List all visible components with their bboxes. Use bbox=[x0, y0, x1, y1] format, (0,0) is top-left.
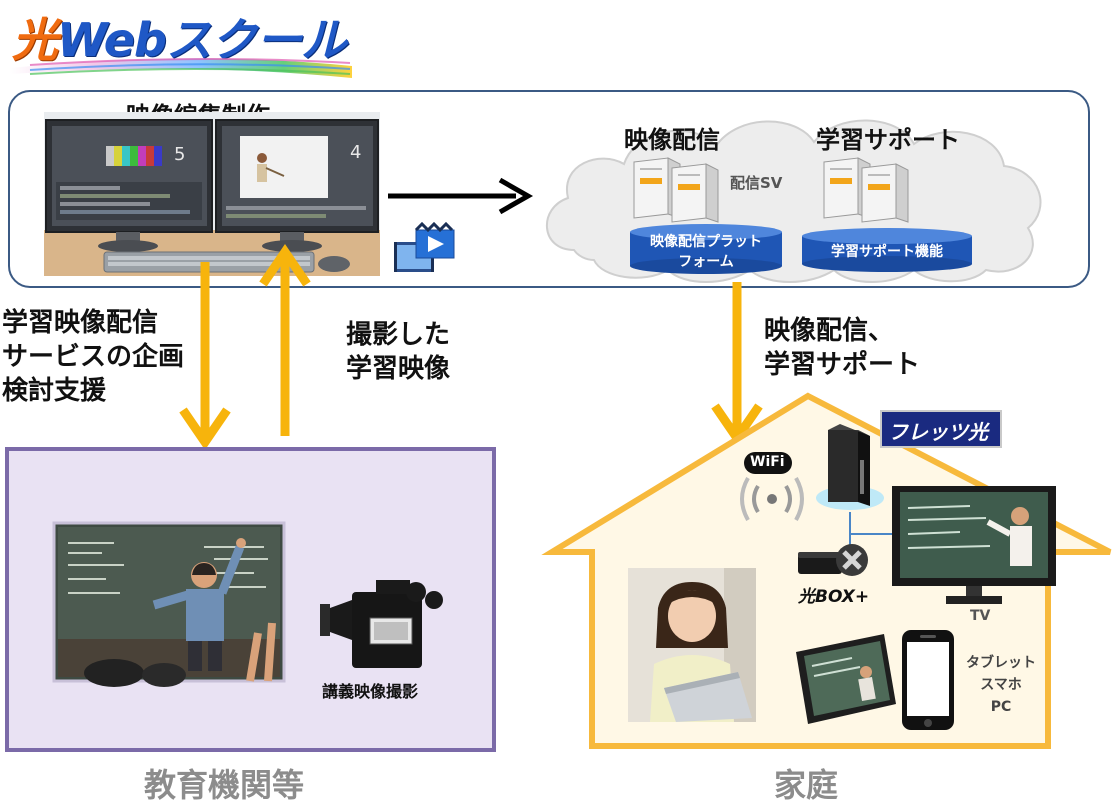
home-delivery-label: 映像配信、 学習サポート bbox=[764, 314, 920, 382]
planning-support-line: 学習映像配信 bbox=[2, 308, 159, 338]
footage-label: 撮影した 学習映像 bbox=[346, 318, 450, 386]
editing-studio-image: 5 4 bbox=[44, 112, 380, 276]
device-label-tablet: タブレット bbox=[966, 655, 1036, 671]
wifi-label: WiFi bbox=[750, 454, 785, 470]
color-bars-icon bbox=[106, 146, 162, 166]
router-icon bbox=[816, 424, 884, 510]
tablet-icon bbox=[796, 634, 896, 724]
video-camera-icon bbox=[320, 580, 443, 668]
support-function-label: 学習サポート機能 bbox=[831, 244, 943, 260]
cloud-shape bbox=[545, 119, 1042, 283]
home-delivery-line: 学習サポート bbox=[764, 350, 921, 380]
classroom-lecture-image bbox=[52, 521, 286, 687]
planning-support-line: 検討支援 bbox=[2, 376, 107, 406]
footage-line: 学習映像 bbox=[346, 354, 451, 384]
planning-support-down-arrow bbox=[179, 262, 231, 450]
platform-label-line2: フォーム bbox=[678, 254, 734, 270]
hikari-box-icon bbox=[798, 544, 868, 576]
flets-logo: フレッツ光 bbox=[880, 410, 1002, 448]
wifi-badge: WiFi bbox=[744, 452, 792, 474]
delivery-server-icon bbox=[633, 157, 719, 223]
mouse-icon bbox=[318, 256, 350, 272]
camera-label: 講義映像撮影 bbox=[322, 682, 419, 701]
home-section-title: 家庭 bbox=[774, 766, 839, 804]
production-to-cloud-arrow bbox=[388, 177, 534, 215]
footage-line: 撮影した bbox=[346, 320, 451, 350]
logo: 光Webスクール bbox=[10, 4, 355, 84]
device-label-smartphone: スマホ bbox=[980, 677, 1022, 693]
delivery-platform-cylinder: 映像配信プラット フォーム bbox=[630, 224, 782, 274]
smartphone-icon bbox=[902, 630, 954, 730]
wifi-signal-icon bbox=[740, 477, 804, 521]
server-label: 配信SV bbox=[730, 174, 783, 192]
support-title: 学習サポート bbox=[816, 126, 960, 154]
planning-support-label: 学習映像配信 サービスの企画 検討支援 bbox=[2, 306, 184, 408]
video-file-icon bbox=[394, 221, 455, 272]
platform-label-line1: 映像配信プラット bbox=[650, 234, 762, 250]
device-label-pc: PC bbox=[990, 699, 1012, 715]
tv-icon bbox=[892, 486, 1056, 604]
device-labels: タブレット スマホ PC bbox=[966, 652, 1036, 718]
logo-rainbow-swoosh bbox=[10, 57, 352, 78]
delivery-title: 映像配信 bbox=[624, 126, 720, 154]
child-with-laptop-image bbox=[628, 568, 756, 722]
monitor-left-number: 5 bbox=[174, 144, 185, 165]
monitor-right-number: 4 bbox=[350, 142, 361, 163]
support-server-icon bbox=[823, 157, 909, 223]
tv-label: TV bbox=[970, 608, 991, 624]
hikari-box-label: 光BOX+ bbox=[798, 587, 870, 607]
planning-support-line: サービスの企画 bbox=[2, 342, 185, 372]
support-function-cylinder: 学習サポート機能 bbox=[802, 228, 972, 272]
logo-prefix: 光 bbox=[12, 13, 58, 67]
footage-up-arrow bbox=[259, 244, 311, 436]
education-section-title: 教育機関等 bbox=[144, 766, 305, 804]
home-delivery-line: 映像配信、 bbox=[764, 316, 895, 346]
flets-logo-text: フレッツ光 bbox=[888, 420, 988, 444]
